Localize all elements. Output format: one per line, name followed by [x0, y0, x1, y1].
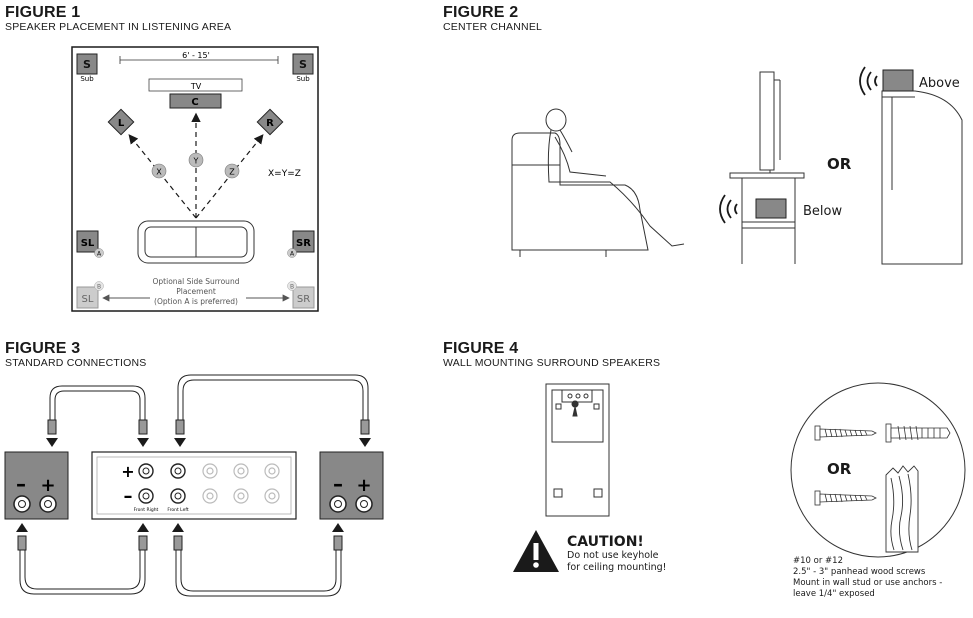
side-surround-note-1: Optional Side Surround [153, 277, 240, 286]
caution-icon [513, 530, 559, 572]
wood-screw-icon-2 [814, 490, 877, 506]
svg-text:+: + [40, 475, 55, 496]
svg-text:+: + [356, 475, 371, 496]
distance-label: 6' - 15' [182, 51, 210, 60]
figure3-subtitle: STANDARD CONNECTIONS [5, 357, 147, 369]
right-speaker-terminals: – + [4, 451, 69, 520]
sound-waves-above [859, 66, 878, 96]
figure2-or: OR [827, 155, 852, 173]
seated-person [545, 108, 685, 247]
wood-screw-icon [814, 425, 877, 441]
svg-text:S: S [299, 58, 307, 71]
figure1-title: FIGURE 1 [5, 4, 81, 21]
sound-waves-below [719, 194, 738, 224]
z-label: Z [229, 168, 235, 177]
svg-text:SL: SL [81, 238, 95, 249]
below-label: Below [803, 204, 842, 219]
subwoofer-right: S Sub [292, 53, 314, 83]
caution-line-2: for ceiling mounting! [567, 562, 666, 573]
anchor-screw-icon [885, 423, 951, 443]
subwoofer-left: S Sub [76, 53, 98, 83]
wire-ends [17, 419, 370, 551]
svg-text:B: B [290, 284, 294, 291]
figure4-subtitle: WALL MOUNTING SURROUND SPEAKERS [443, 357, 661, 369]
figure3-diagram: – + – + + – [4, 374, 384, 597]
svg-text:SR: SR [296, 238, 311, 249]
screw-note-2: 2.5" - 3" panhead wood screws [793, 567, 926, 577]
sub-label-left: Sub [80, 75, 94, 83]
svg-text:R: R [266, 118, 274, 129]
svg-text:A: A [97, 251, 102, 258]
room-outline [71, 46, 319, 312]
above-label: Above [919, 76, 960, 91]
svg-text:S: S [83, 58, 91, 71]
y-label: Y [193, 157, 199, 166]
figure1-diagram: 6' - 15' S Sub S Sub TV C L R [71, 46, 319, 312]
figure3-title: FIGURE 3 [5, 340, 81, 357]
screw-note-3: Mount in wall stud or use anchors - [793, 578, 942, 588]
figure2-diagram [511, 66, 963, 265]
screw-note-4: leave 1/4" exposed [793, 589, 875, 599]
center-speaker [169, 93, 222, 109]
svg-text:–: – [124, 486, 133, 507]
surround-left-b: SL B [76, 281, 104, 309]
figure4-title: FIGURE 4 [443, 340, 519, 357]
tv-cabinet [881, 69, 963, 265]
svg-text:SL: SL [82, 294, 94, 305]
center-speaker-below [755, 198, 787, 219]
svg-text:C: C [191, 97, 198, 108]
sub-label-right: Sub [296, 75, 310, 83]
side-surround-note-3: (Option A is preferred) [154, 297, 238, 306]
surround-left-a: SL A [76, 230, 104, 258]
svg-text:SR: SR [297, 294, 310, 305]
side-surround-note-2: Placement [176, 287, 216, 296]
left-speaker-terminals: – + [319, 451, 384, 520]
equation-label: X=Y=Z [268, 169, 301, 179]
front-left-label: Front Left [167, 507, 189, 513]
screw-detail-circle [790, 382, 966, 558]
caution-line-1: Do not use keyhole [567, 550, 659, 561]
caution-heading: CAUTION! [567, 534, 644, 550]
connection-arrows [16, 438, 371, 532]
speaker-back-panel [545, 383, 610, 517]
tv-on-stand [729, 71, 805, 264]
speaker-wires [19, 374, 369, 597]
surround-right-a: SR A [287, 230, 315, 258]
svg-text:L: L [118, 118, 125, 129]
front-right-label: Front Right [134, 507, 159, 513]
left-speaker: L [107, 108, 135, 136]
tv-label: TV [190, 82, 202, 91]
figure1-subtitle: SPEAKER PLACEMENT IN LISTENING AREA [5, 21, 232, 33]
figure4-or: OR [827, 460, 852, 478]
surround-right-b: SR B [287, 281, 315, 309]
tv-box [148, 78, 243, 92]
svg-text:–: – [16, 472, 26, 496]
center-speaker-above [882, 69, 914, 92]
figure2-title: FIGURE 2 [443, 4, 519, 21]
wood-stud-icon [885, 465, 919, 553]
keyhole-icon [571, 400, 579, 417]
svg-text:B: B [97, 284, 101, 291]
figure4-diagram [513, 382, 966, 572]
x-label: X [156, 168, 162, 177]
screw-note-1: #10 or #12 [793, 556, 843, 566]
right-speaker: R [256, 108, 284, 136]
figure2-subtitle: CENTER CHANNEL [443, 21, 543, 33]
svg-text:A: A [290, 251, 295, 258]
svg-text:–: – [333, 472, 343, 496]
receiver-panel: + – Front Right Front Left [91, 451, 297, 520]
armchair [511, 132, 649, 257]
couch [137, 220, 255, 264]
svg-text:+: + [121, 462, 134, 481]
